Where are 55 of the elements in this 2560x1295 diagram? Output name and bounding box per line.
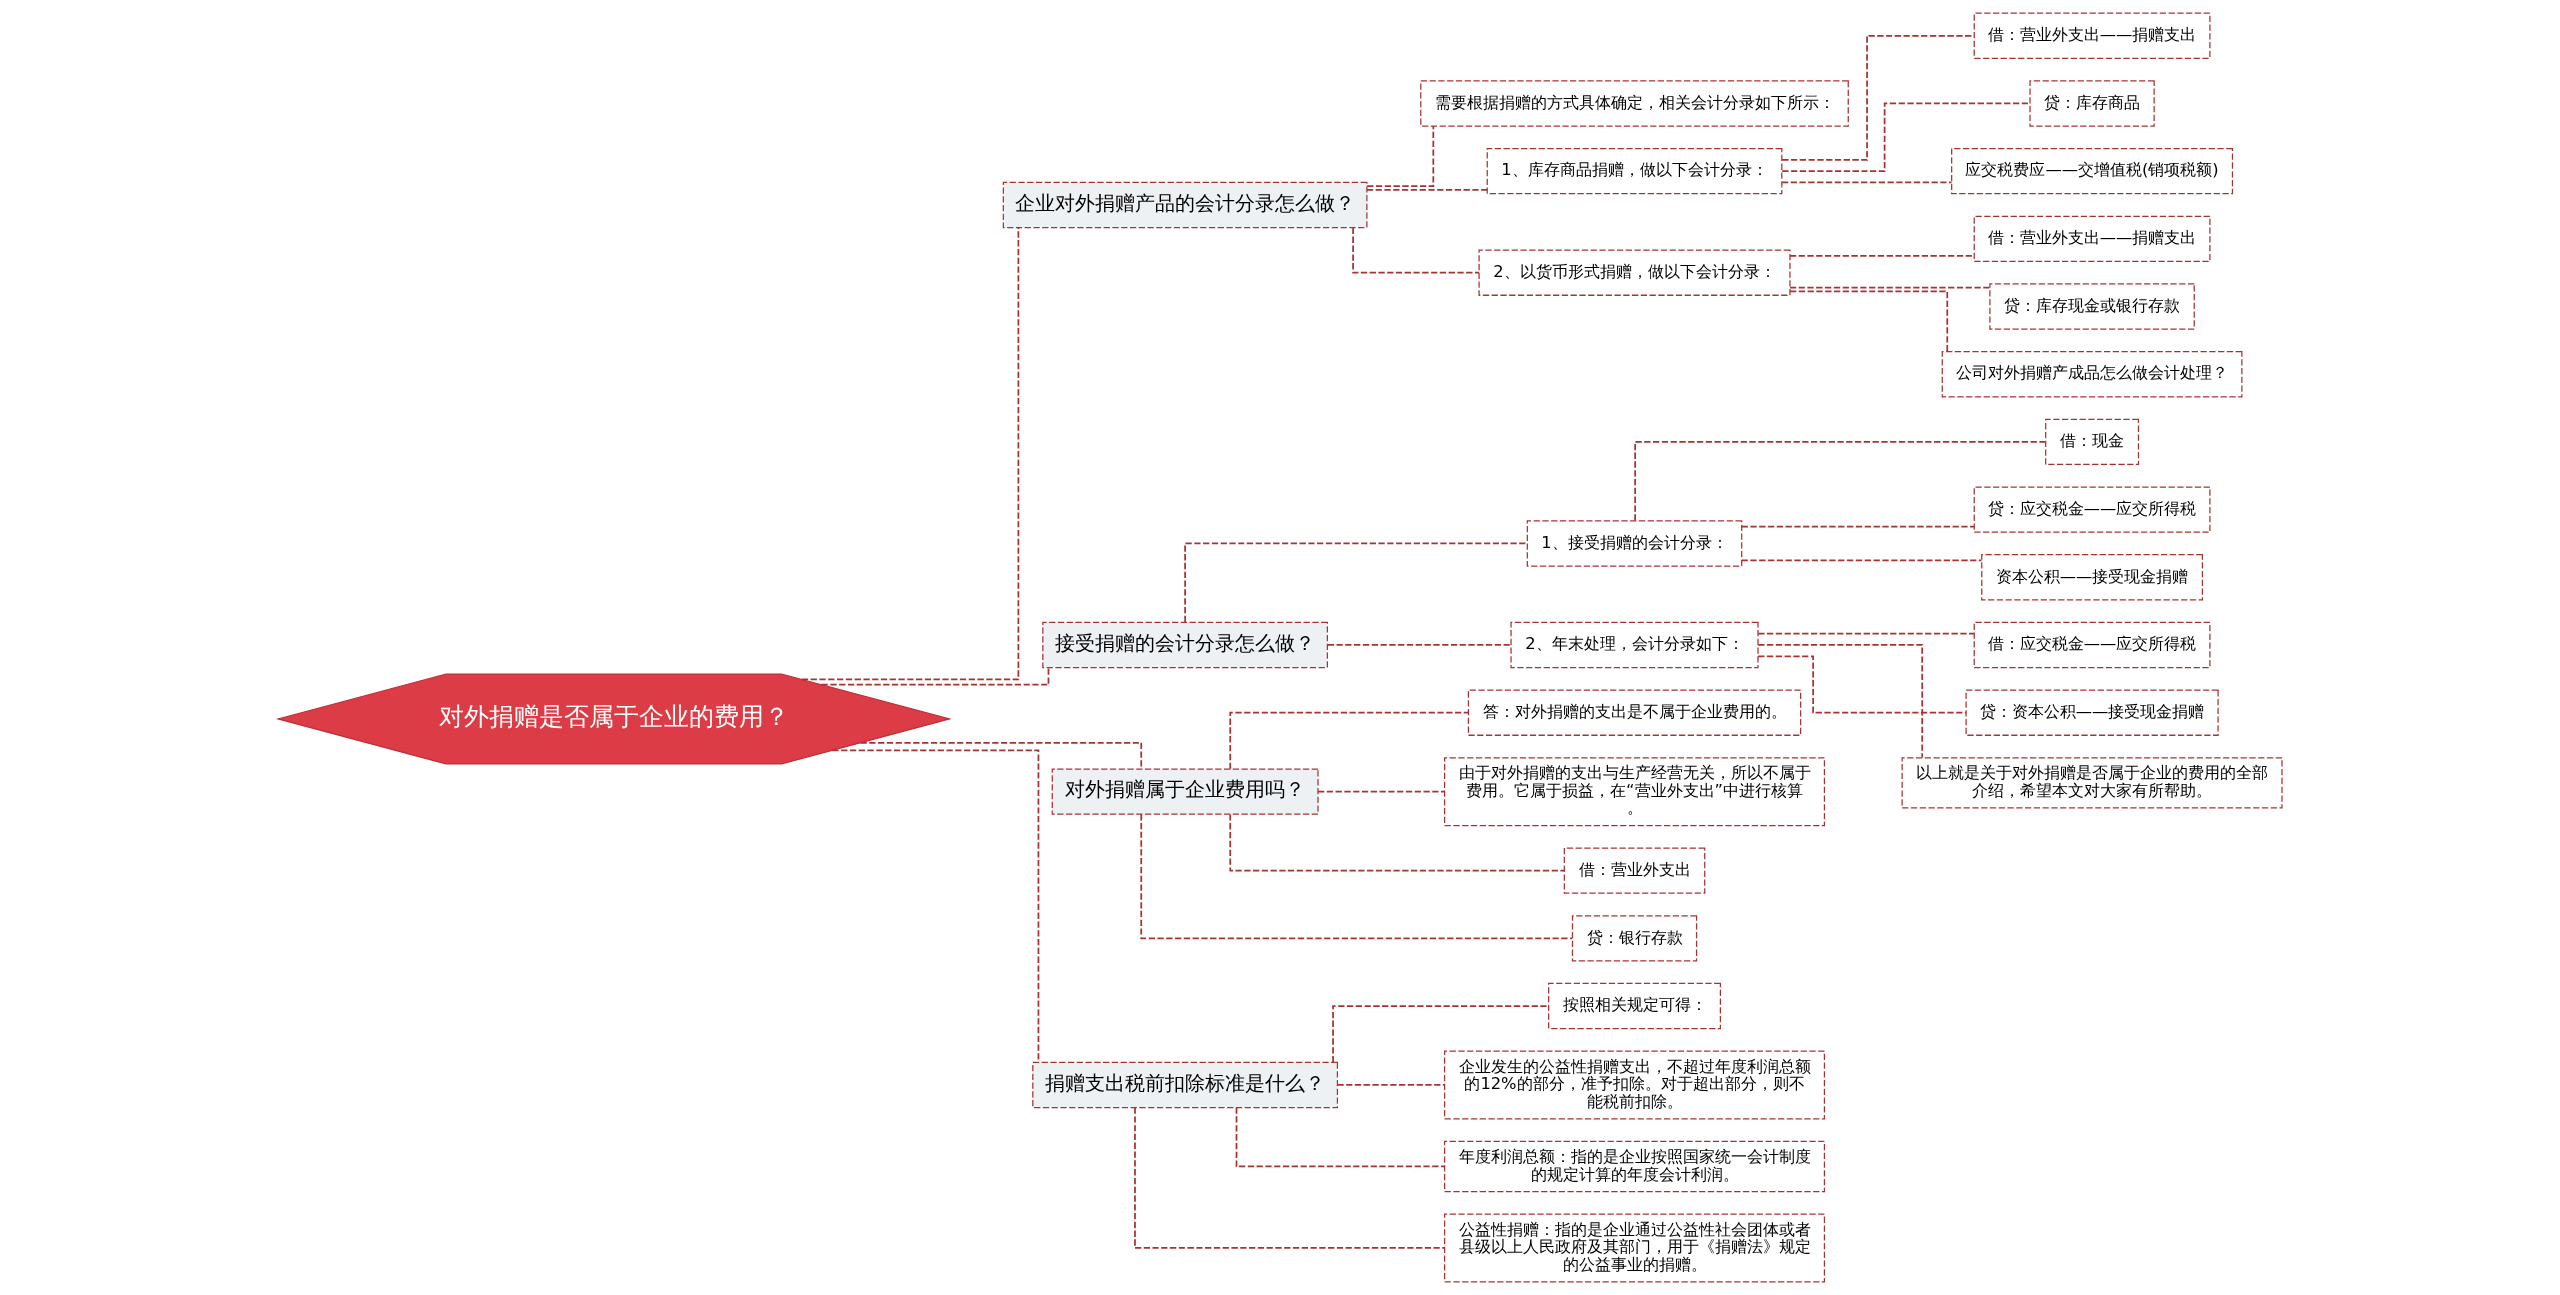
connector (1140, 813, 1573, 940)
node-box: 企业发生的公益性捐赠支出，不超过年度利润总额的12%的部分，准予扣除。对于超出部分，则不能税前扣除。 (1444, 1050, 1826, 1120)
node-box: 贷：资本公积——接受现金捐赠 (1965, 689, 2219, 736)
node-box: 对外捐赠属于企业费用吗？ (1051, 768, 1319, 815)
node-box: 贷：库存商品 (2029, 80, 2155, 127)
connector (1229, 711, 1470, 770)
node-box: 答：对外捐赠的支出是不属于企业费用的。 (1467, 689, 1802, 736)
connector (1757, 655, 1967, 714)
node-box: 1、库存商品捐赠，做以下会计分录： (1486, 147, 1783, 195)
connector (1336, 1084, 1446, 1086)
node-box: 由于对外捐赠的支出与生产经营无关，所以不属于费用。它属于损益，在“营业外支出”中进行核算。 (1444, 757, 1826, 827)
connector (1757, 632, 1975, 635)
node-box: 贷：应交税金——应交所得税 (1973, 486, 2211, 533)
node-box: 贷：库存现金或银行存款 (1989, 283, 2195, 330)
connector (1327, 644, 1512, 646)
connector (1781, 102, 2031, 173)
connector (1789, 290, 1949, 353)
node-box: 借：营业外支出——捐赠支出 (1973, 12, 2211, 59)
node-box: 贷：银行存款 (1571, 915, 1698, 962)
connector (1757, 644, 1924, 759)
node-box: 2、以货币形式捐赠，做以下会计分录： (1478, 249, 1791, 296)
node-box: 年度利润总额：指的是企业按照国家统一会计制度的规定计算的年度会计利润。 (1444, 1140, 1826, 1193)
connector (1235, 1106, 1446, 1168)
connector (1352, 227, 1480, 274)
connector (1781, 181, 1953, 184)
node-box: 借：营业外支出 (1563, 847, 1706, 894)
connector (859, 741, 1143, 770)
node-box: 企业对外捐赠产品的会计分录怎么做？ (1002, 181, 1368, 229)
connector (1317, 790, 1446, 793)
connector (1366, 125, 1435, 188)
node-box: 需要根据捐赠的方式具体确定，相关会计分录如下所示： (1420, 80, 1849, 127)
connector (820, 666, 1050, 686)
connector (1634, 441, 2047, 522)
node-box: 借：现金 (2045, 418, 2140, 466)
connector (1332, 1005, 1550, 1064)
node-box: 接受捐赠的会计分录怎么做？ (1042, 621, 1329, 669)
node-box: 应交税费应——交增值税(销项税额) (1951, 147, 2234, 195)
node-box: 公司对外捐赠产成品怎么做会计处理？ (1941, 351, 2243, 398)
node-box: 2、年末处理，会计分录如下： (1510, 621, 1759, 669)
connector (1134, 1106, 1446, 1249)
node-box: 借：应交税金——应交所得税 (1973, 621, 2211, 669)
node-box: 1、接受捐赠的会计分录： (1526, 520, 1743, 567)
node-box: 以上就是关于对外捐赠是否属于企业的费用的全部介绍，希望本文对大家有所帮助。 (1901, 757, 2283, 809)
connector (1229, 813, 1565, 872)
node-box: 按照相关规定可得： (1548, 982, 1721, 1030)
node-box: 借：营业外支出——捐赠支出 (1973, 215, 2211, 263)
node-box: 资本公积——接受现金捐赠 (1981, 554, 2203, 601)
connector (1740, 525, 1976, 528)
connector (1789, 286, 1991, 289)
connector (800, 227, 1020, 681)
node-box: 公益性捐赠：指的是企业通过公益性社会团体或者县级以上人民政府及其部门，用于《捐赠法》规定的公益事业的捐赠。 (1444, 1213, 1826, 1283)
node-box: 捐赠支出税前扣除标准是什么？ (1032, 1061, 1339, 1109)
connector (1366, 189, 1488, 191)
connector (1740, 559, 1983, 562)
connector (1184, 542, 1528, 623)
